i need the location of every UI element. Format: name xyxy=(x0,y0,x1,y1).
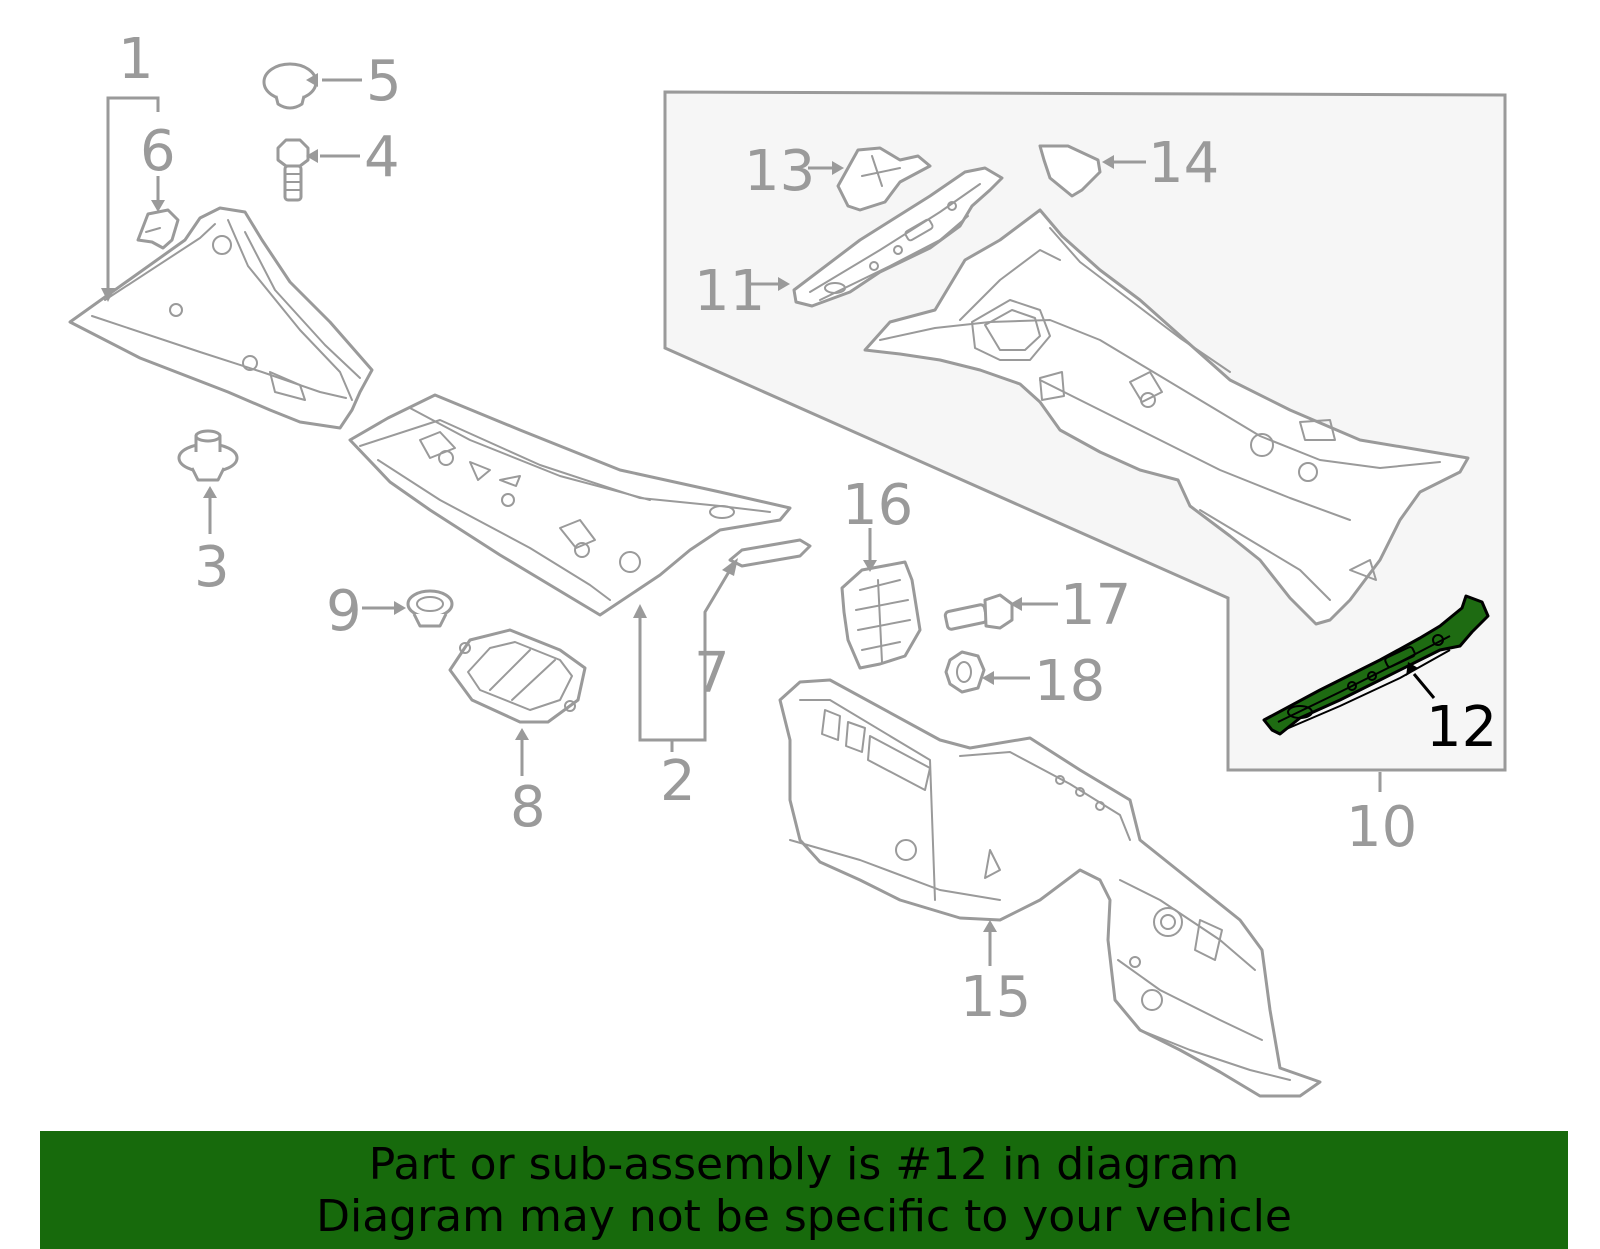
part-5-plug[interactable] xyxy=(262,62,318,110)
info-banner: Part or sub-assembly is #12 in diagram D… xyxy=(40,1131,1568,1249)
callout-labels: 1 6 5 4 3 9 8 2 7 16 17 18 15 13 14 11 1… xyxy=(118,27,1497,1030)
part-18-nut[interactable] xyxy=(944,650,986,694)
callout-6: 6 xyxy=(140,119,176,184)
callout-11: 11 xyxy=(694,259,765,324)
callout-10: 10 xyxy=(1346,795,1417,860)
callout-14: 14 xyxy=(1148,131,1219,196)
callout-18: 18 xyxy=(1034,649,1105,714)
part-2-cowl-panel[interactable] xyxy=(348,393,792,617)
part-14-gusset[interactable] xyxy=(1038,144,1102,198)
leader-lines xyxy=(101,73,1436,966)
callout-4: 4 xyxy=(364,125,400,190)
callout-1: 1 xyxy=(118,27,154,92)
callout-15: 15 xyxy=(960,965,1031,1030)
callout-2: 2 xyxy=(660,749,696,814)
callout-12: 12 xyxy=(1426,695,1497,760)
part-4-bolt[interactable] xyxy=(276,138,310,202)
callout-16: 16 xyxy=(842,473,913,538)
callout-8: 8 xyxy=(510,775,546,840)
part-10-cowl-assembly[interactable] xyxy=(863,208,1470,626)
callout-3: 3 xyxy=(194,535,230,600)
part-7-bracket[interactable] xyxy=(728,538,812,568)
part-3-push-clip[interactable] xyxy=(177,429,239,482)
part-13-bracket[interactable] xyxy=(836,146,932,212)
part-11-reinforcement[interactable] xyxy=(792,166,1004,308)
banner-disclaimer-line: Diagram may not be specific to your vehi… xyxy=(316,1191,1292,1242)
part-6-clip[interactable] xyxy=(136,208,180,250)
callout-13: 13 xyxy=(744,139,815,204)
callout-9: 9 xyxy=(326,579,362,644)
part-12-highlighted[interactable] xyxy=(1262,594,1490,736)
part-16-bracket[interactable] xyxy=(840,560,922,670)
part-1-cowl-panel[interactable] xyxy=(68,206,374,430)
callout-7: 7 xyxy=(694,641,730,706)
part-17-bolt[interactable] xyxy=(943,593,1014,631)
callout-5: 5 xyxy=(366,49,402,114)
part-9-grommet[interactable] xyxy=(406,589,454,628)
part-8-cover[interactable] xyxy=(448,628,587,724)
banner-part-line: Part or sub-assembly is #12 in diagram xyxy=(368,1139,1240,1190)
callout-17: 17 xyxy=(1060,573,1131,638)
part-15-dash-panel[interactable] xyxy=(778,678,1322,1098)
